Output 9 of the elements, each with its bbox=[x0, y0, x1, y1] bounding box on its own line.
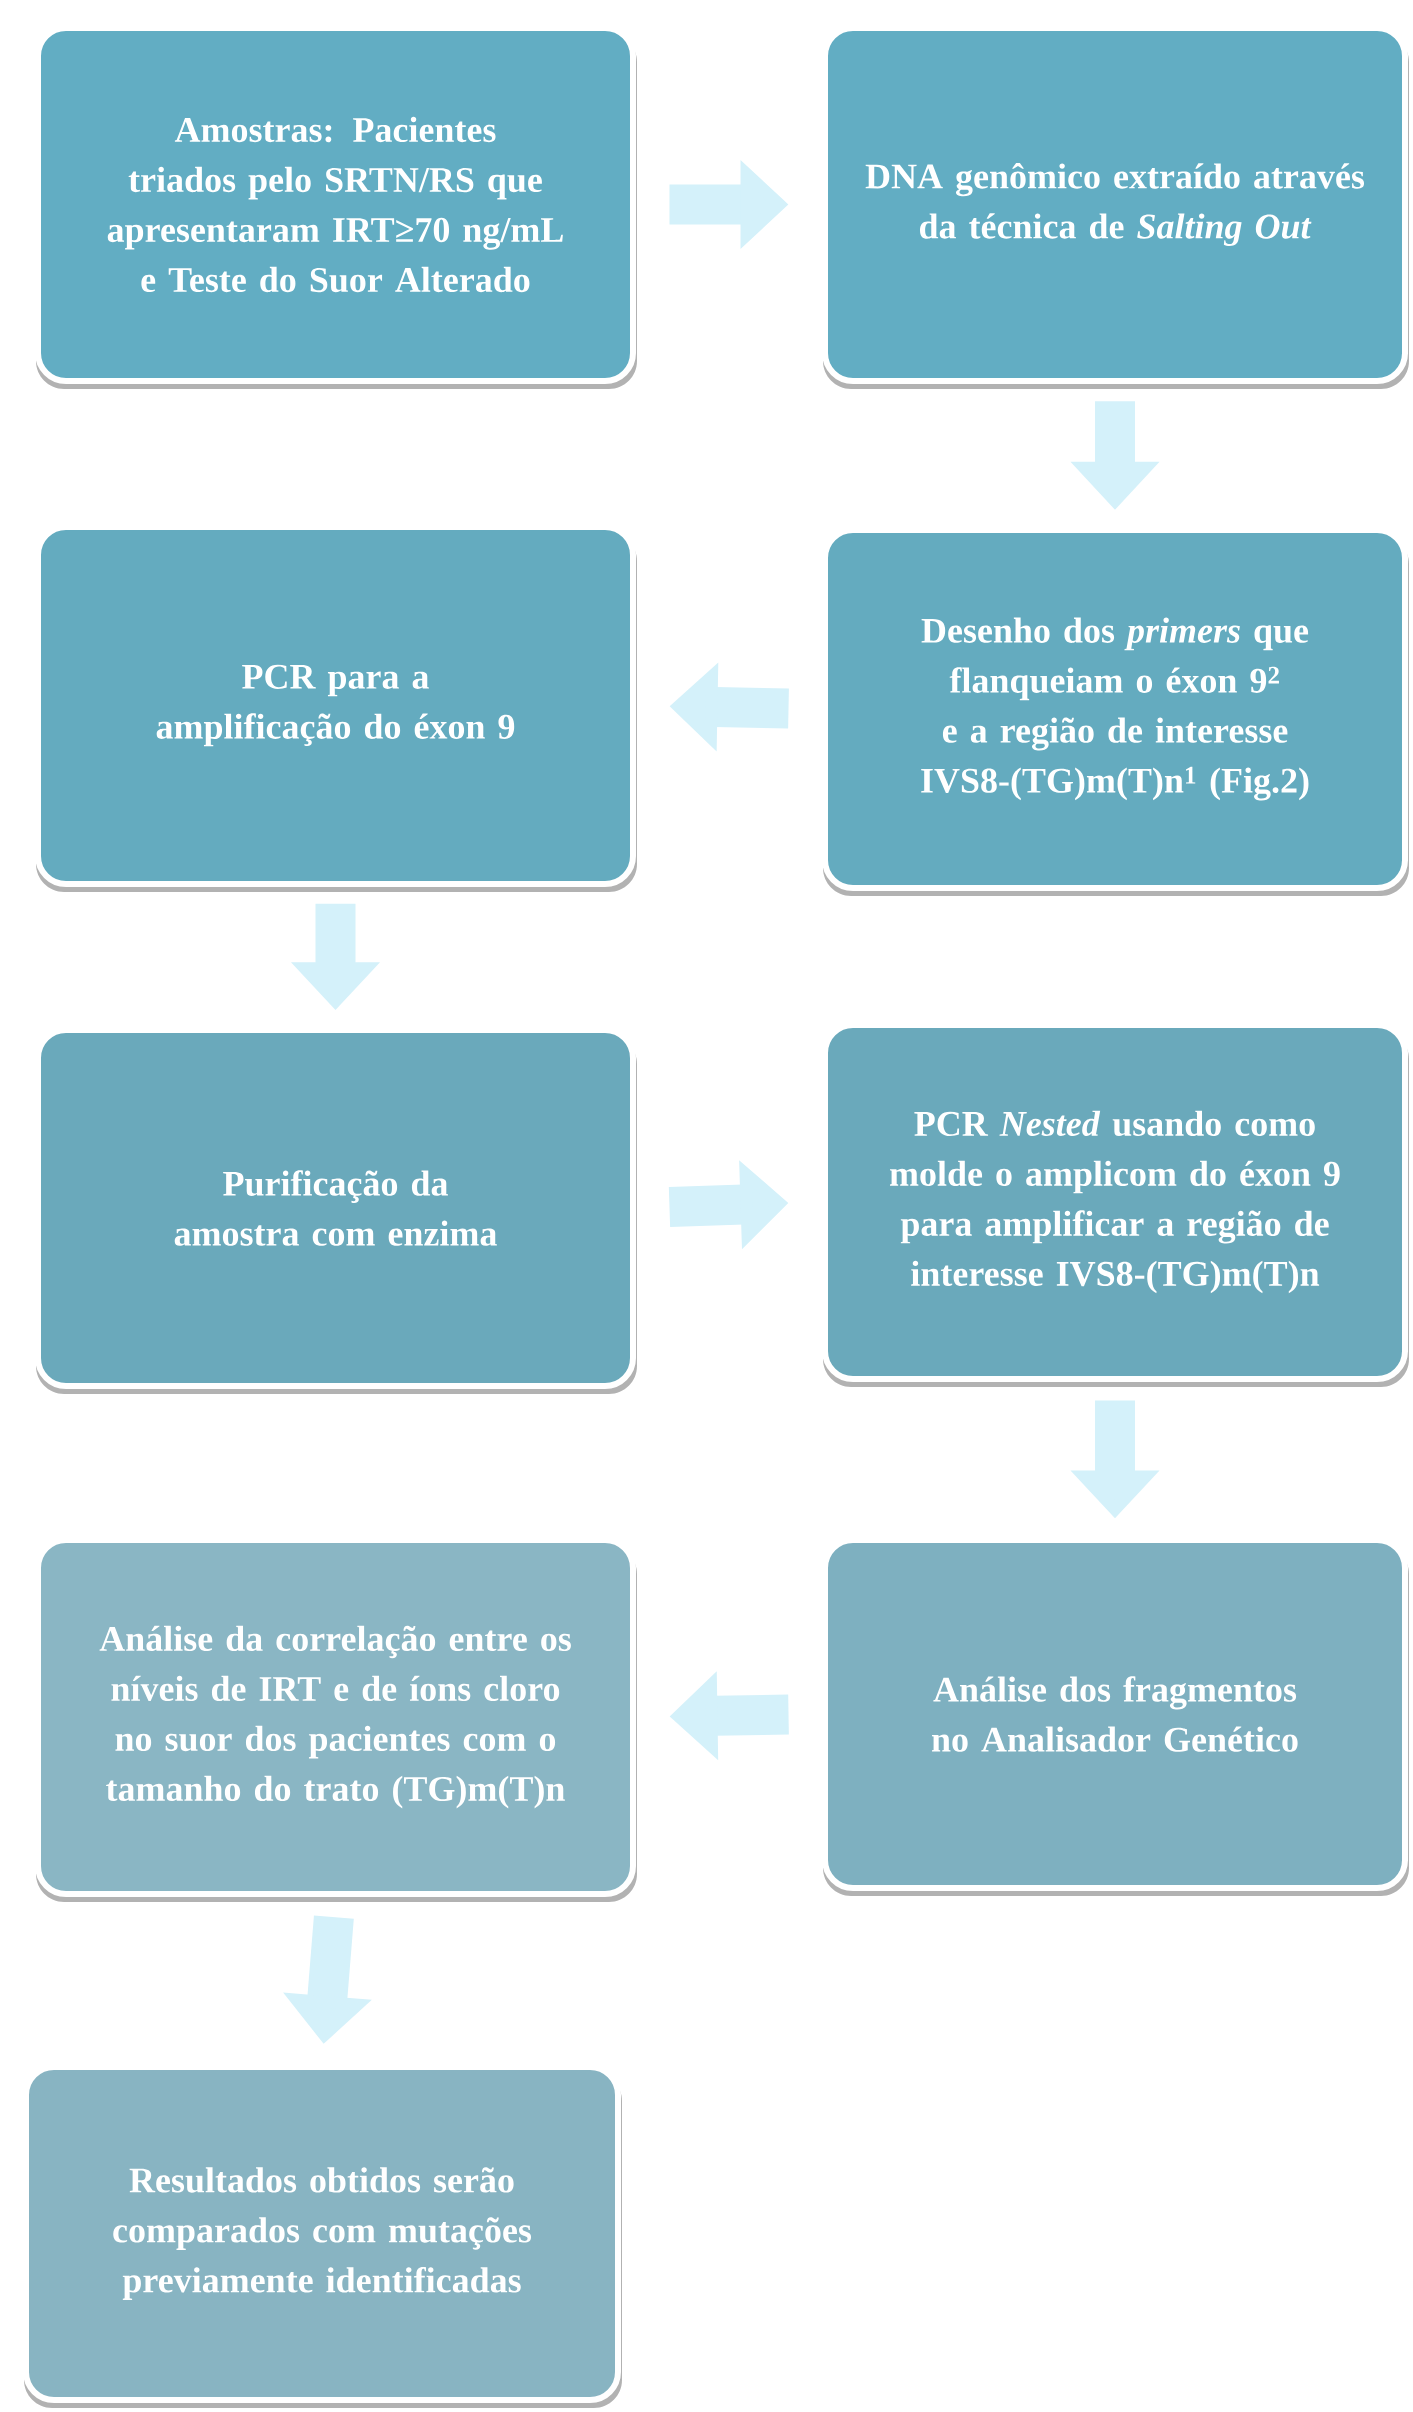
process-box: PCR para a amplificação do éxon 9 bbox=[35, 524, 637, 892]
process-box: PCR Nested usando como molde o amplicom do éxon 9 para amplificar a região de interesse IVS8-(TG)m(T)n bbox=[822, 1022, 1409, 1387]
process-box: Purificação da amostra com enzima bbox=[35, 1027, 637, 1394]
process-box: Análise da correlação entre os níveis de IRT e de íons cloro no suor dos pacientes com o tamanho do trato (TG)m(T)n bbox=[35, 1537, 637, 1902]
process-box: Análise dos fragmentos no Analisador Genético bbox=[822, 1537, 1409, 1896]
process-box: Desenho dos primers que flanqueiam o éxon 9$^{2}$ e a região de interesse IVS8-(TG)m(T)n$^{1}$ (Fig.2) bbox=[822, 527, 1409, 896]
process-box: Amostras: Pacientes triados pelo SRTN/RS que apresentaram IRT≥70 ng/mL e Teste do Suor Alterado bbox=[35, 25, 637, 389]
process-box: DNA genômico extraído através da técnica de Salting Out bbox=[822, 25, 1409, 389]
process-box: Resultados obtidos serão comparados com mutações previamente identificadas bbox=[23, 2064, 622, 2408]
